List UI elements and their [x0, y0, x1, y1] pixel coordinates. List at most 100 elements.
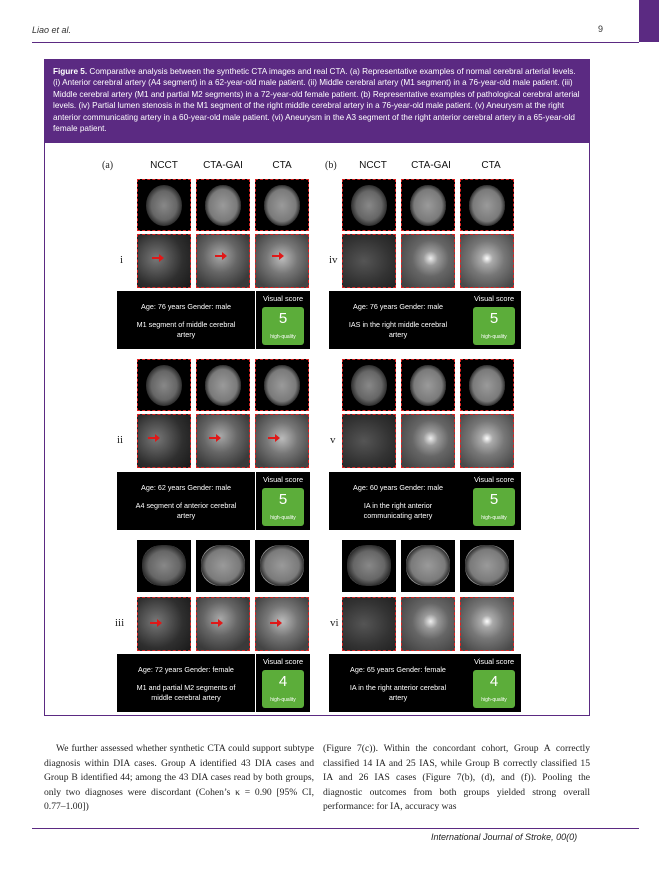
- case-i-score-value: 5: [278, 310, 288, 327]
- case-i-cta-axial-image: [255, 179, 309, 231]
- case-v-ctagai-zoom-image: [401, 414, 455, 468]
- case-v-label: v: [330, 434, 336, 446]
- case-iv-visual-score: Visual score 5 high-quality: [467, 291, 521, 349]
- case-vi-info-panel: Age: 65 years Gender: female IA in the r…: [329, 654, 467, 712]
- case-vi-score-label: Visual score: [473, 657, 515, 666]
- running-header-authors: Liao et al.: [32, 25, 72, 35]
- case-i-visual-score: Visual score 5 high-quality: [256, 291, 310, 349]
- case-iii-visual-score: Visual score 4 high-quality: [256, 654, 310, 712]
- journal-footer: International Journal of Stroke, 00(0): [431, 832, 578, 842]
- case-i-cta-zoom-image: [255, 234, 309, 288]
- case-iii-cta-zoom-image: [255, 597, 309, 651]
- page-number: 9: [598, 24, 604, 34]
- case-i-label: i: [120, 254, 124, 266]
- case-iii-age-gender: Age: 72 years Gender: female: [138, 665, 234, 674]
- case-iv-finding: IAS in the right middle cerebral artery: [348, 320, 448, 339]
- footer-rule: [32, 828, 639, 829]
- body-right-column: (Figure 7(c)). Within the concordant coh…: [323, 743, 590, 812]
- case-iii-cta-axial-image: [255, 540, 309, 592]
- case-iv-ctagai-zoom-image: [401, 234, 455, 288]
- case-vi-cta-axial-image: [460, 540, 514, 592]
- case-ii-cta-axial-image: [255, 359, 309, 411]
- case-iv-score-label: Visual score: [473, 294, 515, 303]
- case-iii-score-label: Visual score: [262, 657, 304, 666]
- case-ii-cta-zoom-image: [255, 414, 309, 468]
- figure-caption-text: Comparative analysis between the synthet…: [53, 67, 580, 134]
- case-iv-ctagai-axial-image: [401, 179, 455, 231]
- case-vi-score-badge: 4 high-quality: [473, 670, 515, 708]
- panel-a-letter: (a): [102, 160, 114, 171]
- case-v-visual-score: Visual score 5 high-quality: [467, 472, 521, 530]
- case-vi-visual-score: Visual score 4 high-quality: [467, 654, 521, 712]
- case-iii-ctagai-zoom-image: [196, 597, 250, 651]
- case-ii-info-panel: Age: 62 years Gender: male A4 segment of…: [117, 472, 255, 530]
- case-iii-score-quality: high-quality: [270, 697, 296, 703]
- case-i-ctagai-zoom-image: [196, 234, 250, 288]
- case-i-score-label: Visual score: [262, 294, 304, 303]
- case-vi-ncct-zoom-image: [342, 597, 396, 651]
- panel-a-col-ctagai: CTA-GAI: [203, 160, 243, 171]
- journal-side-tab: [639, 0, 659, 42]
- case-ii-score-badge: 5 high-quality: [262, 488, 304, 526]
- case-iv-age-gender: Age: 76 years Gender: male: [353, 302, 443, 311]
- case-iii-score-badge: 4 high-quality: [262, 670, 304, 708]
- case-i-ctagai-axial-image: [196, 179, 250, 231]
- case-vi-cta-zoom-image: [460, 597, 514, 651]
- case-i-age-gender: Age: 76 years Gender: male: [141, 302, 231, 311]
- case-iii-ctagai-axial-image: [196, 540, 250, 592]
- case-vi-finding: IA in the right anterior cerebral artery: [349, 683, 447, 702]
- figure-caption: Figure 5. Comparative analysis between t…: [44, 59, 590, 143]
- case-vi-ctagai-axial-image: [401, 540, 455, 592]
- case-ii-age-gender: Age: 62 years Gender: male: [141, 483, 231, 492]
- case-v-score-value: 5: [489, 491, 499, 508]
- case-ii-ncct-axial-image: [137, 359, 191, 411]
- case-i-score-quality: high-quality: [270, 334, 296, 340]
- case-vi-score-quality: high-quality: [481, 697, 507, 703]
- case-v-cta-axial-image: [460, 359, 514, 411]
- figure-label: Figure 5.: [53, 67, 88, 76]
- case-v-score-label: Visual score: [473, 475, 515, 484]
- panel-b-col-ncct: NCCT: [359, 160, 387, 171]
- case-iv-label: iv: [329, 254, 338, 266]
- case-iii-label: iii: [115, 617, 125, 629]
- panel-b-col-cta: CTA: [481, 160, 501, 171]
- case-i-score-badge: 5 high-quality: [262, 307, 304, 345]
- case-iv-cta-axial-image: [460, 179, 514, 231]
- case-v-ctagai-axial-image: [401, 359, 455, 411]
- case-iv-score-value: 5: [489, 310, 499, 327]
- header-rule: [32, 42, 639, 43]
- case-vi-ncct-axial-image: [342, 540, 396, 592]
- panel-a-col-ncct: NCCT: [150, 160, 178, 171]
- case-iii-score-value: 4: [278, 673, 288, 690]
- case-v-score-badge: 5 high-quality: [473, 488, 515, 526]
- case-i-finding: M1 segment of middle cerebral artery: [136, 320, 236, 339]
- case-v-score-quality: high-quality: [481, 515, 507, 521]
- case-ii-finding: A4 segment of anterior cerebral artery: [135, 501, 237, 520]
- case-i-info-panel: Age: 76 years Gender: male M1 segment of…: [117, 291, 255, 349]
- case-iii-info-panel: Age: 72 years Gender: female M1 and part…: [117, 654, 255, 712]
- case-i-ncct-axial-image: [137, 179, 191, 231]
- case-iii-finding: M1 and partial M2 segments of middle cer…: [136, 683, 236, 702]
- case-ii-score-quality: high-quality: [270, 515, 296, 521]
- case-ii-score-label: Visual score: [262, 475, 304, 484]
- case-iv-ncct-axial-image: [342, 179, 396, 231]
- panel-a-col-cta: CTA: [272, 160, 292, 171]
- case-v-ncct-zoom-image: [342, 414, 396, 468]
- panel-b-letter: (b): [325, 160, 337, 171]
- case-v-ncct-axial-image: [342, 359, 396, 411]
- case-ii-visual-score: Visual score 5 high-quality: [256, 472, 310, 530]
- case-iii-ncct-axial-image: [137, 540, 191, 592]
- case-iii-ncct-zoom-image: [137, 597, 191, 651]
- case-vi-ctagai-zoom-image: [401, 597, 455, 651]
- case-v-finding: IA in the right anterior communicating a…: [363, 501, 433, 520]
- case-v-info-panel: Age: 60 years Gender: male IA in the rig…: [329, 472, 467, 530]
- case-iv-cta-zoom-image: [460, 234, 514, 288]
- case-ii-label: ii: [117, 434, 124, 446]
- case-iv-ncct-zoom-image: [342, 234, 396, 288]
- case-v-cta-zoom-image: [460, 414, 514, 468]
- case-ii-ctagai-zoom-image: [196, 414, 250, 468]
- body-left-column: We further assessed whether synthetic CT…: [44, 743, 314, 812]
- case-vi-age-gender: Age: 65 years Gender: female: [350, 665, 446, 674]
- case-i-ncct-zoom-image: [137, 234, 191, 288]
- case-vi-label: vi: [330, 617, 339, 629]
